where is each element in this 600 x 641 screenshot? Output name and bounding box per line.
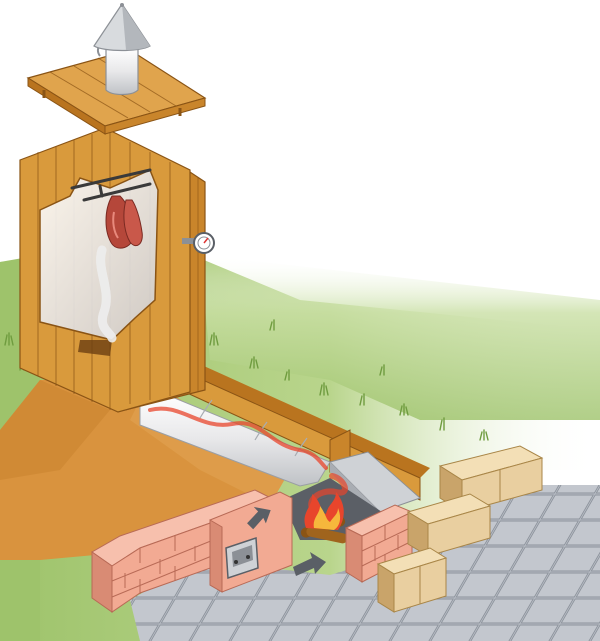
heat-flow (148, 406, 328, 470)
fire-door (209, 491, 293, 593)
grass-field-far (200, 255, 600, 420)
smokehouse-cabinet (19, 127, 215, 413)
thermometer-icon (182, 232, 215, 254)
chimney-pipe (105, 47, 139, 96)
firebox (282, 451, 421, 544)
stone-blocks (376, 445, 544, 613)
chimney-cap-icon (93, 2, 151, 96)
hanging-meat-icon (105, 195, 143, 249)
smoke-column (96, 245, 117, 343)
hanging-rod (70, 168, 152, 202)
fire-door-icon (225, 536, 259, 580)
trench-back-wall (185, 362, 430, 478)
trench-ground-shade (0, 380, 110, 480)
air-flow-arrow-icon (247, 506, 326, 576)
fire-icon (304, 492, 344, 530)
